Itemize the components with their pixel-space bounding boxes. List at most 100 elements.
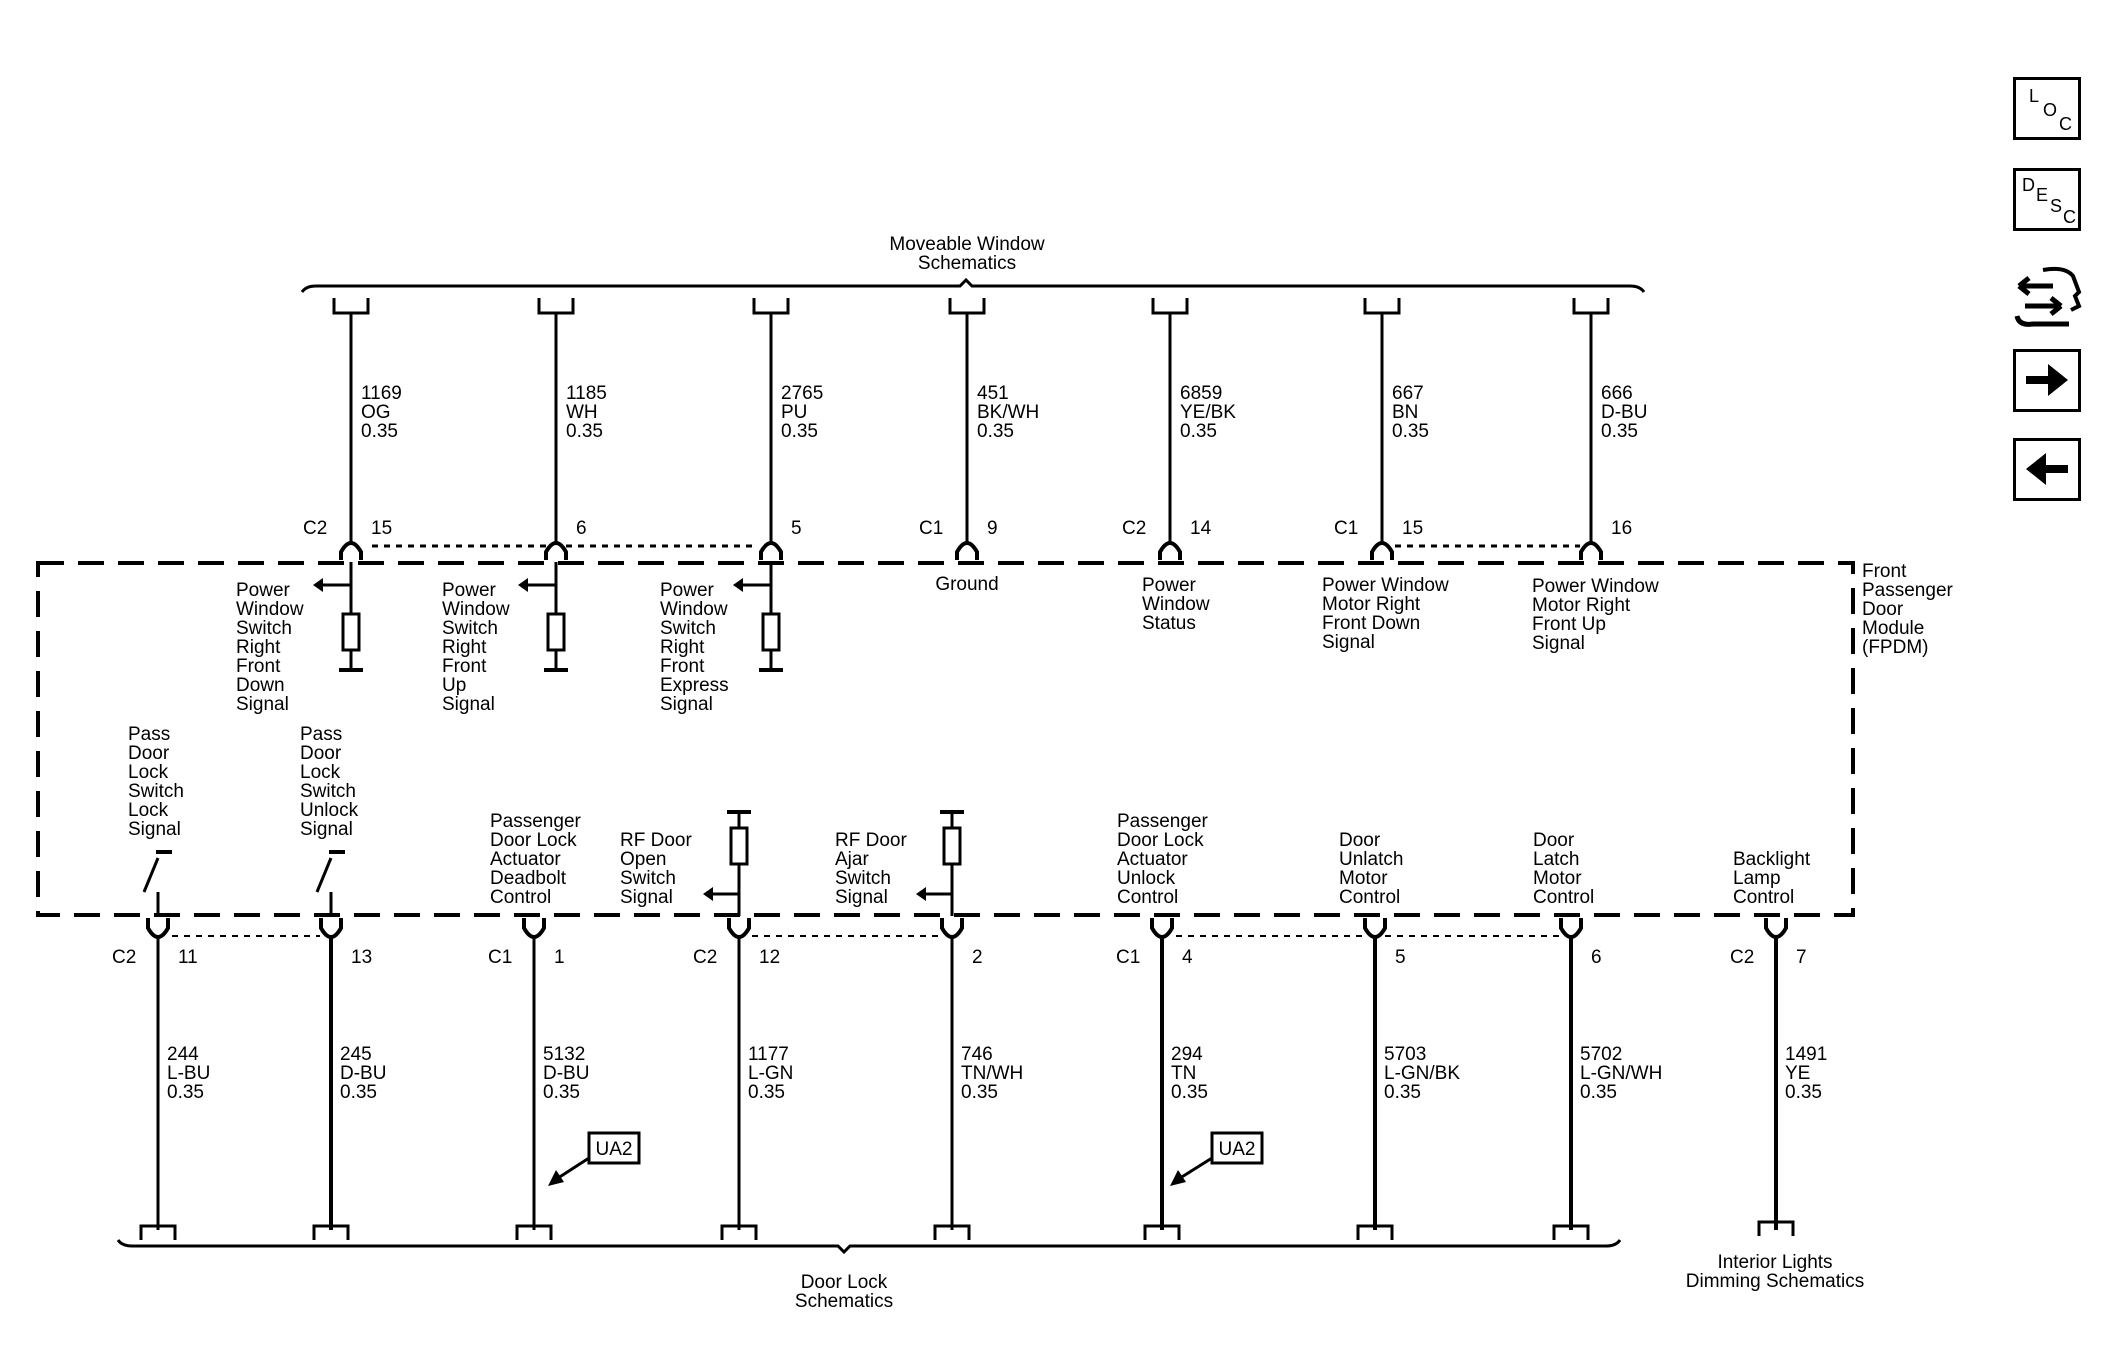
wire-color: L-GN bbox=[748, 1063, 793, 1084]
pull-resistor bbox=[341, 612, 361, 652]
bottom-destination-bracket bbox=[116, 1239, 1622, 1255]
function-label-line: Front Up bbox=[1532, 614, 1606, 635]
wire-circuit: 5703 bbox=[1384, 1044, 1426, 1065]
wire-circuit: 2765 bbox=[781, 383, 823, 404]
wire-circuit: 1177 bbox=[748, 1044, 789, 1065]
connector-id: C1 bbox=[1334, 518, 1358, 539]
description-button[interactable]: D E S C bbox=[2013, 168, 2081, 231]
signal-arrow bbox=[518, 578, 528, 592]
connector-pin-cup bbox=[727, 918, 751, 939]
function-label-line: Control bbox=[1339, 887, 1400, 908]
function-label-line: Control bbox=[1733, 887, 1794, 908]
pin-number: 1 bbox=[554, 947, 565, 968]
next-page-button[interactable] bbox=[2013, 349, 2081, 412]
connector-pin-cup bbox=[759, 541, 783, 560]
switch-contact bbox=[315, 857, 333, 893]
function-label-line: Ajar bbox=[835, 849, 869, 870]
function-label-line: Open bbox=[620, 849, 666, 870]
pin-number: 13 bbox=[351, 947, 372, 968]
pin-number: 5 bbox=[1395, 947, 1406, 968]
wire-color: D-BU bbox=[543, 1063, 589, 1084]
function-label-line: Latch bbox=[1533, 849, 1579, 870]
wire-circuit: 244 bbox=[167, 1044, 199, 1065]
wire-gauge: 0.35 bbox=[977, 421, 1014, 442]
function-label-line: Motor Right bbox=[1322, 594, 1421, 615]
connector-pin-cup bbox=[1764, 918, 1788, 939]
function-label-line: Down bbox=[236, 675, 285, 696]
wire-terminal bbox=[720, 1224, 758, 1240]
function-label-line: Express bbox=[660, 675, 729, 696]
wire-circuit: 1169 bbox=[361, 383, 402, 404]
function-label-line: RF Door bbox=[620, 830, 692, 851]
desc-letter-e: E bbox=[2036, 185, 2049, 205]
wire-terminal bbox=[515, 1224, 553, 1240]
connector-pin-cup bbox=[146, 918, 170, 939]
function-label-line: Backlight bbox=[1733, 849, 1811, 870]
wire-color: WH bbox=[566, 402, 598, 423]
wire-gauge: 0.35 bbox=[566, 421, 603, 442]
function-label-line: Power bbox=[660, 580, 715, 601]
function-label-line: Window bbox=[1142, 594, 1210, 615]
connector-pin-cup bbox=[940, 918, 964, 939]
function-label-line: Window bbox=[660, 599, 728, 620]
connector-id: C2 bbox=[693, 947, 717, 968]
location-button[interactable]: L O C bbox=[2013, 77, 2081, 140]
wire-terminal bbox=[1356, 1224, 1394, 1240]
pin-number: 15 bbox=[1402, 518, 1423, 539]
connector-pin-cup bbox=[522, 918, 546, 939]
function-label-line: Front bbox=[660, 656, 705, 677]
wire-color: L-GN/WH bbox=[1580, 1063, 1662, 1084]
function-label-line: Right bbox=[236, 637, 281, 658]
arrow-right-icon bbox=[2026, 364, 2068, 396]
module-label: Front Passenger Door Module (FPDM) bbox=[1862, 561, 1954, 658]
function-label-line: Door Lock bbox=[490, 830, 577, 851]
pin-number: 6 bbox=[576, 518, 587, 539]
function-label-line: Right bbox=[660, 637, 705, 658]
wire-terminal bbox=[332, 298, 370, 315]
pin-number: 12 bbox=[759, 947, 780, 968]
bottom-destination-line2: Schematics bbox=[795, 1291, 893, 1312]
connector-pin-cup bbox=[1370, 541, 1394, 560]
desc-letter-d: D bbox=[2022, 175, 2035, 195]
pin-number: 6 bbox=[1591, 947, 1602, 968]
top-destination-line2: Schematics bbox=[918, 253, 1016, 274]
connector-view-icon[interactable] bbox=[2013, 262, 2085, 330]
function-label-line: Up bbox=[442, 675, 466, 696]
connector-id: C1 bbox=[919, 518, 943, 539]
wire-circuit: 666 bbox=[1601, 383, 1633, 404]
pin-number: 15 bbox=[371, 518, 392, 539]
top-destination-line1: Moveable Window bbox=[889, 234, 1045, 255]
signal-arrow bbox=[703, 887, 713, 901]
wire-color: BN bbox=[1392, 402, 1418, 423]
function-label-line: Power Window bbox=[1322, 575, 1449, 596]
wire-gauge: 0.35 bbox=[1180, 421, 1217, 442]
wire-gauge: 0.35 bbox=[1580, 1082, 1617, 1103]
previous-page-button[interactable] bbox=[2013, 438, 2081, 501]
top-wire-3: 2765PU0.355PowerWindowSwitchRightFrontEx… bbox=[660, 298, 823, 715]
pin-number: 16 bbox=[1611, 518, 1632, 539]
bottom-wire-2: 245D-BU0.3513PassDoorLockSwitchUnlockSig… bbox=[300, 724, 386, 1240]
wire-gauge: 0.35 bbox=[167, 1082, 204, 1103]
connector-id: C2 bbox=[303, 518, 327, 539]
function-label-line: Window bbox=[442, 599, 510, 620]
wire-color: OG bbox=[361, 402, 391, 423]
ua2-callout-right[interactable]: UA2 bbox=[1170, 1131, 1264, 1186]
function-label-line: Passenger bbox=[490, 811, 582, 832]
pin-number: 2 bbox=[972, 947, 983, 968]
wire-color: YE bbox=[1785, 1063, 1810, 1084]
pin-number: 14 bbox=[1190, 518, 1212, 539]
function-label-line: Signal bbox=[300, 819, 353, 840]
function-label-line: Door bbox=[300, 743, 342, 764]
ua2-callout-left[interactable]: UA2 bbox=[548, 1131, 641, 1186]
wire-gauge: 0.35 bbox=[961, 1082, 998, 1103]
connector-id: C1 bbox=[488, 947, 512, 968]
function-label-line: Pass bbox=[128, 724, 170, 745]
wire-gauge: 0.35 bbox=[361, 421, 398, 442]
function-label-line: Motor Right bbox=[1532, 595, 1631, 616]
wire-circuit: 746 bbox=[961, 1044, 993, 1065]
